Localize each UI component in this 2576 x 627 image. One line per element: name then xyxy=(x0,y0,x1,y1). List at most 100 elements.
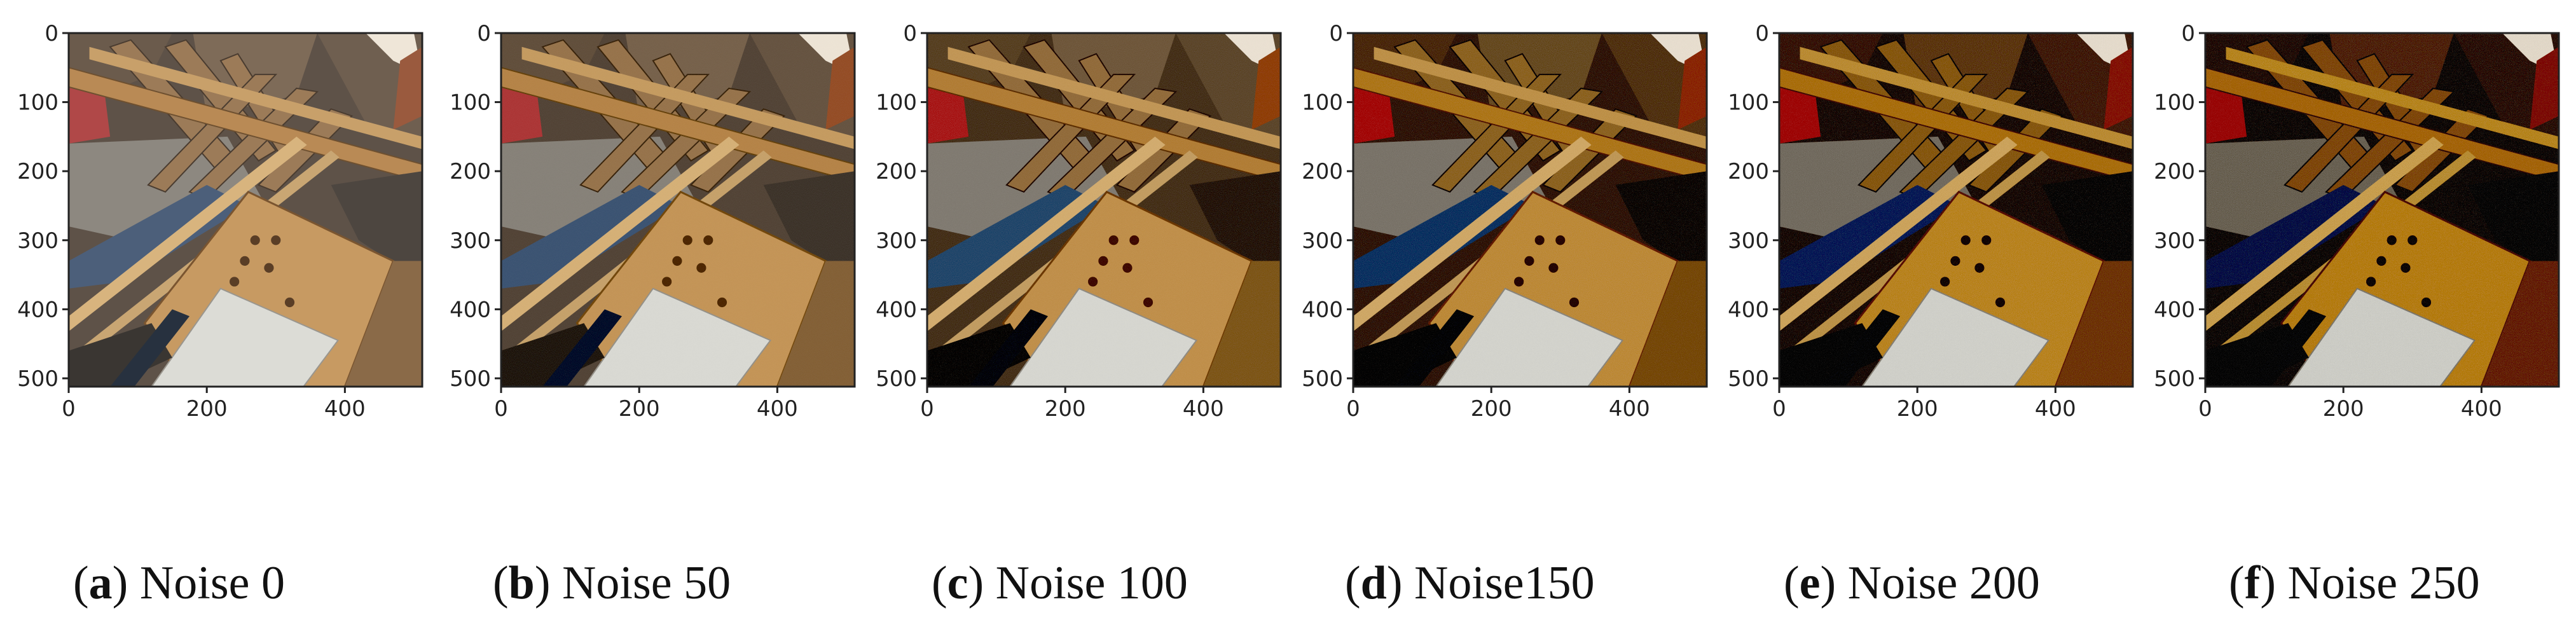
wood-slat xyxy=(579,74,710,193)
white-tile xyxy=(1009,287,1198,387)
dark-beam xyxy=(110,309,190,387)
thin-stick xyxy=(2205,136,2444,332)
plot-frame xyxy=(1778,32,2134,388)
board-hole xyxy=(1974,263,1985,273)
wood-slat xyxy=(1431,74,1562,193)
dark-debris xyxy=(1615,171,1707,282)
y-tick-label: 300 xyxy=(1302,228,1343,254)
board-hole xyxy=(1940,277,1950,287)
board-hole xyxy=(2376,256,2387,266)
panel-label: Noise 250 xyxy=(2287,557,2480,609)
dark-debris xyxy=(331,171,422,282)
board-hole xyxy=(1143,297,1154,308)
board-hole xyxy=(1122,263,1133,273)
long-plank xyxy=(1374,46,1707,149)
long-plank xyxy=(521,46,855,149)
y-tick-label: 100 xyxy=(2154,90,2195,116)
panel-letter: f xyxy=(2244,557,2261,609)
dark-debris xyxy=(1353,323,1457,387)
y-tick-label: 100 xyxy=(450,90,491,116)
wood-slat xyxy=(1857,74,1988,193)
board-hole xyxy=(682,235,692,245)
board-hole xyxy=(264,263,274,273)
dark-debris xyxy=(501,323,605,387)
panel-caption: (b) Noise 50 xyxy=(493,557,731,609)
brown-scrap xyxy=(1677,46,1707,130)
white-tile xyxy=(1861,287,2050,387)
x-tick-label: 0 xyxy=(62,396,76,422)
x-tick-label: 0 xyxy=(1772,396,1786,422)
y-tick-label: 100 xyxy=(1302,90,1343,116)
board-shadow xyxy=(777,261,855,387)
dark-beam xyxy=(1395,309,1475,387)
board-hole xyxy=(1514,277,1524,287)
x-tick-label: 400 xyxy=(324,396,366,422)
y-tick-label: 500 xyxy=(17,366,59,392)
y-tick-label: 0 xyxy=(1329,21,1343,46)
thin-stick xyxy=(1779,136,2018,332)
x-tick-label: 400 xyxy=(1609,396,1650,422)
board-hole xyxy=(1548,263,1559,273)
y-tick-label: 200 xyxy=(1302,159,1343,184)
panel-letter: c xyxy=(947,557,968,609)
y-tick-label: 400 xyxy=(1302,297,1343,322)
panel-label: Noise 100 xyxy=(995,557,1188,609)
y-tick-label: 300 xyxy=(2154,228,2195,254)
dark-debris xyxy=(927,323,1031,387)
panel-label: Noise 0 xyxy=(139,557,285,609)
board-hole xyxy=(2400,263,2411,273)
y-tick-label: 400 xyxy=(2154,297,2195,322)
wood-slat xyxy=(1005,74,1136,193)
board-hole xyxy=(1569,297,1580,308)
y-tick-label: 400 xyxy=(876,297,917,322)
panel-letter: b xyxy=(508,557,535,609)
red-scrap xyxy=(2205,81,2247,144)
white-tile xyxy=(1435,287,1624,387)
debris-photo xyxy=(1353,33,1707,387)
x-tick-label: 400 xyxy=(757,396,798,422)
y-tick-label: 500 xyxy=(2154,366,2195,392)
board-hole xyxy=(250,235,260,245)
board-hole xyxy=(2421,297,2432,308)
board-hole xyxy=(2387,235,2397,245)
y-tick-label: 0 xyxy=(477,21,491,46)
debris-photo xyxy=(69,33,422,387)
board-hole xyxy=(2407,235,2418,245)
y-tick-label: 300 xyxy=(876,228,917,254)
board-hole xyxy=(1981,235,1992,245)
brown-scrap xyxy=(2530,46,2559,130)
y-tick-label: 200 xyxy=(2154,159,2195,184)
dark-beam xyxy=(1821,309,1901,387)
dark-debris xyxy=(1779,323,1883,387)
debris-photo xyxy=(501,33,855,387)
board-hole xyxy=(1108,235,1119,245)
long-plank xyxy=(947,46,1281,149)
board-hole xyxy=(1960,235,1971,245)
panel-letter: e xyxy=(1799,557,1821,609)
dark-debris xyxy=(1189,171,1281,282)
y-tick-label: 400 xyxy=(17,297,59,322)
panel-caption: (f) Noise 250 xyxy=(2229,557,2480,609)
board-hole xyxy=(717,297,727,308)
board-hole xyxy=(1098,256,1108,266)
debris-photo xyxy=(927,33,1281,387)
board-shadow xyxy=(1203,261,1281,387)
y-tick-label: 0 xyxy=(1755,21,1769,46)
board-hole xyxy=(1555,235,1566,245)
x-tick-label: 200 xyxy=(1471,396,1512,422)
y-tick-label: 100 xyxy=(17,90,59,116)
board-hole xyxy=(271,235,281,245)
white-tile xyxy=(2287,287,2476,387)
brown-scrap xyxy=(2104,46,2133,130)
x-tick-label: 200 xyxy=(186,396,228,422)
plot-frame xyxy=(2204,32,2560,388)
plot-frame xyxy=(500,32,856,388)
